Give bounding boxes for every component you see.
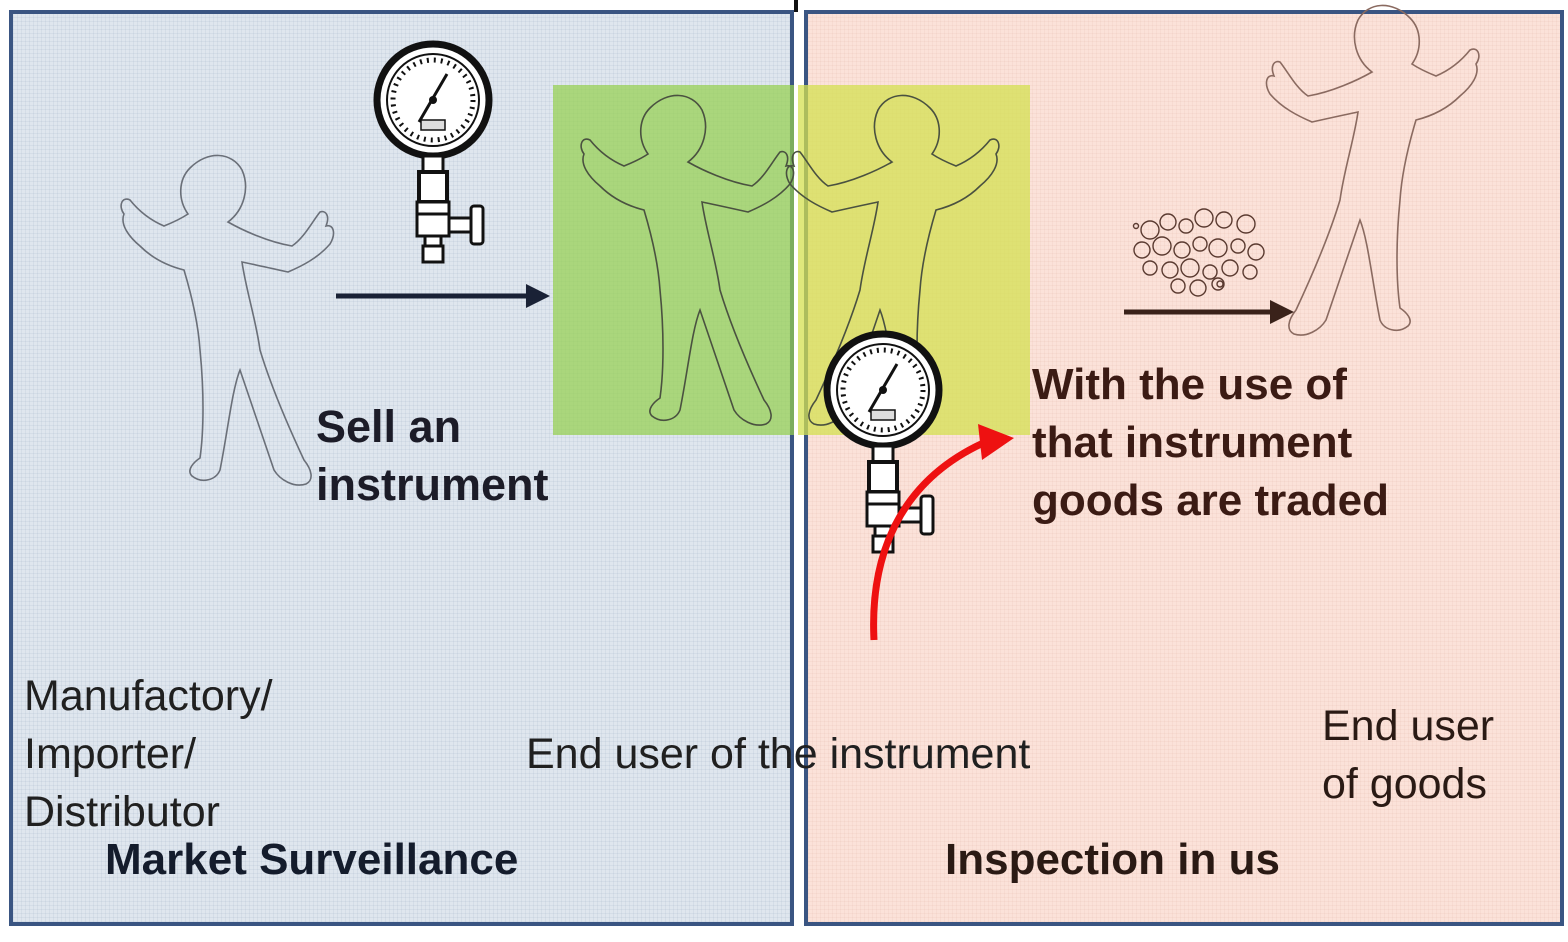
manufacturer-figure — [120, 154, 335, 486]
goods-user-figure — [1265, 4, 1480, 336]
instrument-user-figure — [580, 94, 795, 426]
pressure-gauge-icon — [377, 44, 489, 262]
pressure-gauge-used-icon — [827, 334, 939, 552]
goods-traded-label: With the use of that instrument goods ar… — [1032, 360, 1389, 525]
sell-arrow-icon — [336, 284, 550, 308]
instrument-end-user-label: End user of the instrument — [526, 730, 1031, 778]
market-surveillance-title: Market Surveillance — [105, 835, 519, 884]
divider-tick — [794, 0, 798, 12]
trade-arrow-icon — [1124, 300, 1294, 324]
sell-instrument-label: Sell an instrument — [316, 401, 549, 510]
inspection-title: Inspection in us — [945, 835, 1280, 884]
red-curved-arrow-icon — [870, 424, 1014, 641]
inspection-panel — [804, 10, 1564, 926]
goods-icon — [1132, 208, 1265, 297]
manufacturer-label: Manufactory/ Importer/ Distributor — [24, 672, 273, 836]
goods-end-user-label: End user of goods — [1322, 702, 1495, 808]
